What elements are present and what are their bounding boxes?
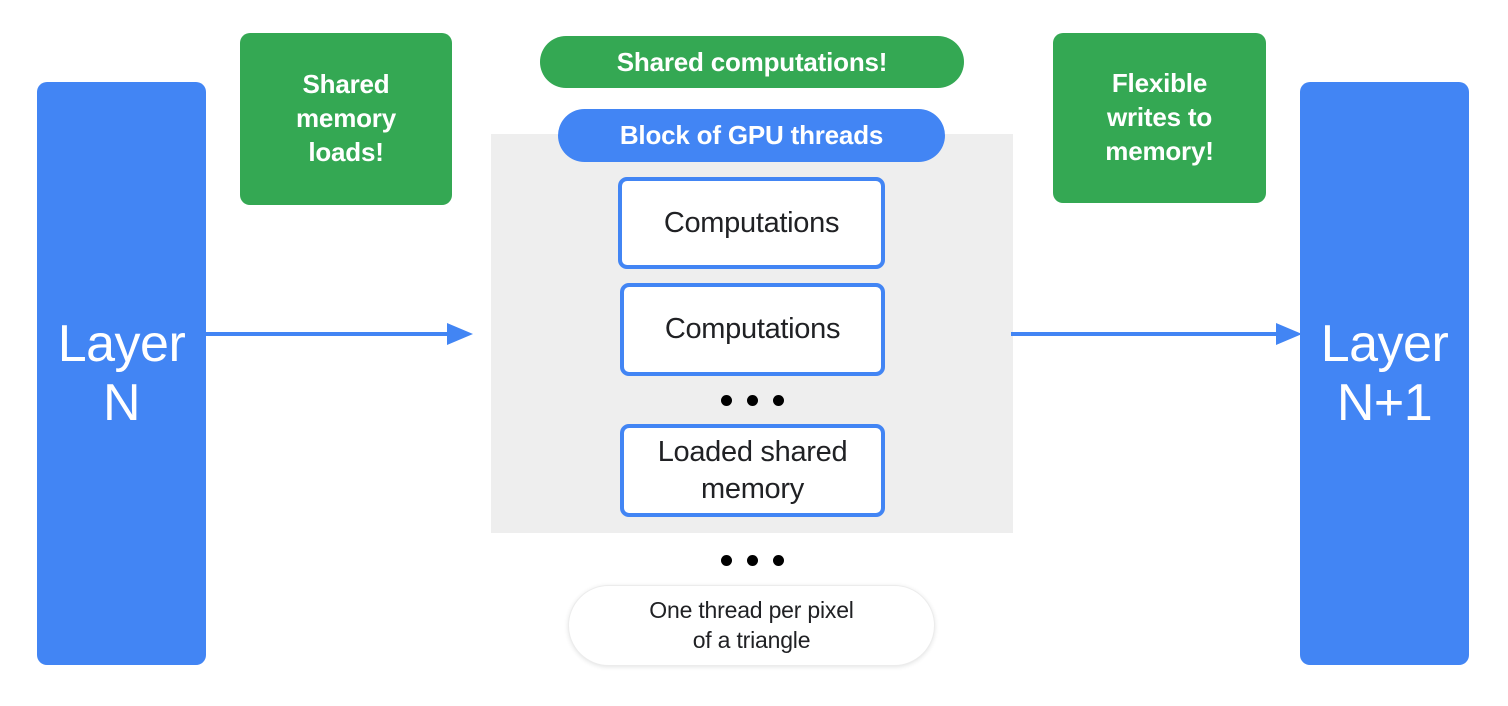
callout-shared-memory-loads: Shared memory loads! (240, 33, 452, 205)
layer-n-plus-1-label: Layer N+1 (1320, 315, 1449, 432)
pill-block-of-gpu-threads-label: Block of GPU threads (619, 120, 884, 150)
pill-one-thread-per-pixel-label: One thread per pixel of a triangle (649, 596, 854, 653)
ellipsis-dot (747, 555, 758, 566)
ellipsis-inner-icon (721, 395, 784, 406)
callout-flexible-writes-to-memory-label: Flexible writes to memory! (1105, 68, 1214, 166)
ellipsis-dot (773, 555, 784, 566)
arrow-layer-n-to-block-icon (203, 323, 473, 345)
arrow-block-to-layer-n1-icon (1011, 323, 1302, 345)
ellipsis-outer-icon (721, 555, 784, 566)
ellipsis-dot (773, 395, 784, 406)
pill-shared-computations-label: Shared computations! (616, 46, 888, 77)
ellipsis-dot (747, 395, 758, 406)
pill-shared-computations: Shared computations! (540, 36, 964, 88)
layer-n-plus-1-block: Layer N+1 (1300, 82, 1469, 665)
thread-box-loaded-shared-memory: Loaded shared memory (620, 424, 885, 517)
ellipsis-dot (721, 395, 732, 406)
ellipsis-dot (721, 555, 732, 566)
callout-flexible-writes-to-memory: Flexible writes to memory! (1053, 33, 1266, 203)
layer-n-block: Layer N (37, 82, 206, 665)
thread-box-computations-1-label: Computations (663, 206, 840, 239)
thread-box-computations-2: Computations (620, 283, 885, 376)
thread-box-loaded-shared-memory-label: Loaded shared memory (657, 436, 848, 505)
callout-shared-memory-loads-label: Shared memory loads! (296, 69, 396, 167)
pill-one-thread-per-pixel: One thread per pixel of a triangle (568, 585, 935, 666)
thread-box-computations-1: Computations (618, 177, 885, 269)
layer-n-label: Layer N (57, 315, 186, 432)
pill-block-of-gpu-threads: Block of GPU threads (558, 109, 945, 162)
thread-box-computations-2-label: Computations (664, 313, 841, 346)
